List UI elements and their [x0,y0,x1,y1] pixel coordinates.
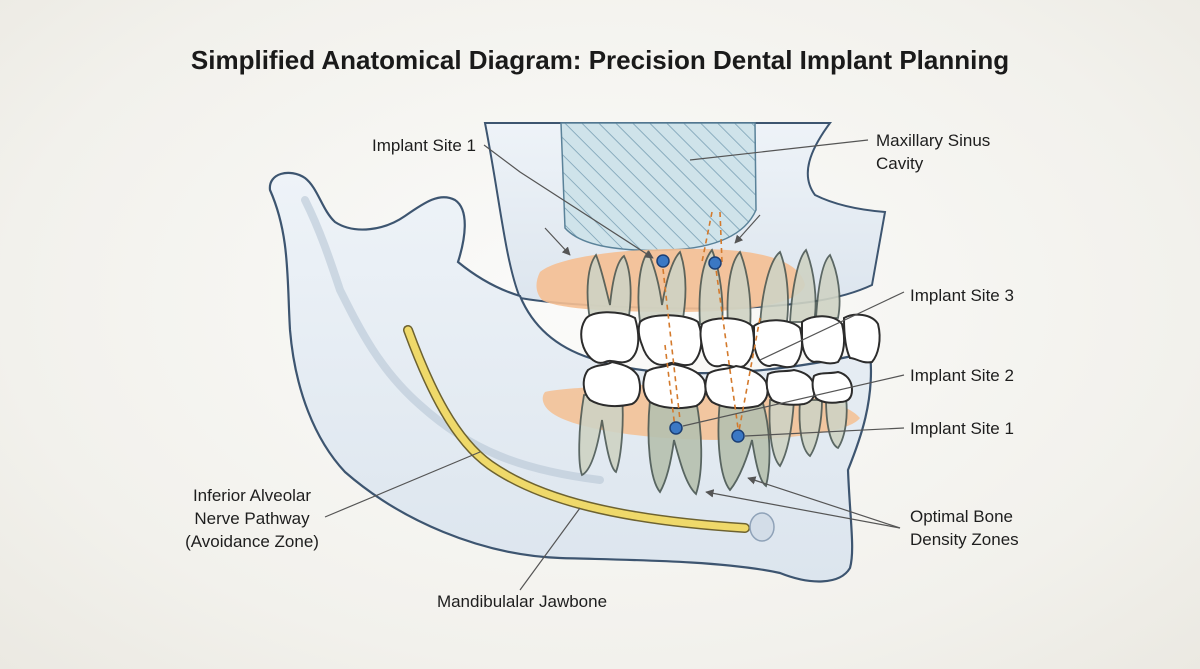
lower-crown-3 [704,364,769,410]
leader-implant-site-2 [682,374,905,427]
upper-root-7 [815,253,841,319]
leader-optimal-bone-2 [747,476,901,529]
lower-root-6 [825,397,848,450]
upper-crown-3 [699,317,755,369]
upper-root-2 [637,250,687,325]
label-maxillary-sinus-line1: Maxillary Sinus [876,131,990,150]
label-nerve-line2: Nerve Pathway [194,509,310,528]
upper-crown-5 [801,315,846,365]
page-title: Simplified Anatomical Diagram: Precision… [191,45,1009,75]
lower-root-3 [717,399,771,492]
sinus-arrow-left [544,227,571,256]
mandible-jawbone [268,171,873,583]
lower-crown-5 [811,370,854,404]
implant-axis-lower-1 [664,344,676,429]
leader-implant-site-1-top [483,144,654,259]
lower-crown-2 [642,362,707,410]
upper-roots [586,248,841,329]
lower-root-4 [768,399,795,468]
leader-nerve [324,451,481,518]
implant-marker-upper-1 [656,254,670,268]
label-nerve-line1: Inferior Alveolar [193,486,311,505]
upper-crown-2 [637,314,703,367]
lower-root-5 [798,399,823,458]
label-maxillary-sinus-line2: Cavity [876,154,924,173]
upper-crown-4 [753,319,803,369]
leader-maxillary-sinus [689,139,869,161]
implant-marker-lower-1 [669,421,683,435]
label-nerve-line3: (Avoidance Zone) [185,532,319,551]
inferior-alveolar-nerve-fill [404,326,749,532]
label-implant-site-1-right: Implant Site 1 [910,419,1014,438]
label-implant-site-2: Implant Site 2 [910,366,1014,385]
leader-optimal-bone-1 [705,489,901,529]
lower-roots [578,394,848,496]
mental-foramen [749,512,775,542]
implant-axis-upper-2 [714,261,739,429]
label-jawbone: Mandibulalar Jawbone [437,592,607,611]
ramus-inner-contour [301,196,604,484]
leader-jawbone [519,507,581,591]
upper-root-6 [789,248,817,323]
lower-root-1 [578,394,624,477]
upper-crowns [580,311,881,369]
label-optimal-bone-line2: Density Zones [910,530,1019,549]
leader-implant-site-3 [759,291,905,361]
lower-crowns [582,360,854,410]
label-implant-site-3: Implant Site 3 [910,286,1014,305]
sinus-arrow-right [734,214,761,244]
upper-root-5 [759,250,789,329]
upper-crown-6 [842,313,881,364]
maxillary-sinus [560,122,757,252]
upper-root-4 [726,250,752,329]
upper-crown-1 [580,311,640,364]
label-optimal-bone-line1: Optimal Bone [910,507,1013,526]
upper-root-1 [586,253,632,323]
lower-crown-4 [765,368,816,406]
label-implant-site-1-top: Implant Site 1 [372,136,476,155]
leader-implant-site-1-right [744,427,905,437]
lower-crown-1 [582,360,641,408]
implant-marker-lower-2 [731,429,745,443]
implant-axis-lower-2 [737,317,761,437]
implant-marker-upper-2 [708,256,722,270]
implant-axes [661,211,761,437]
lower-root-2 [647,399,703,496]
